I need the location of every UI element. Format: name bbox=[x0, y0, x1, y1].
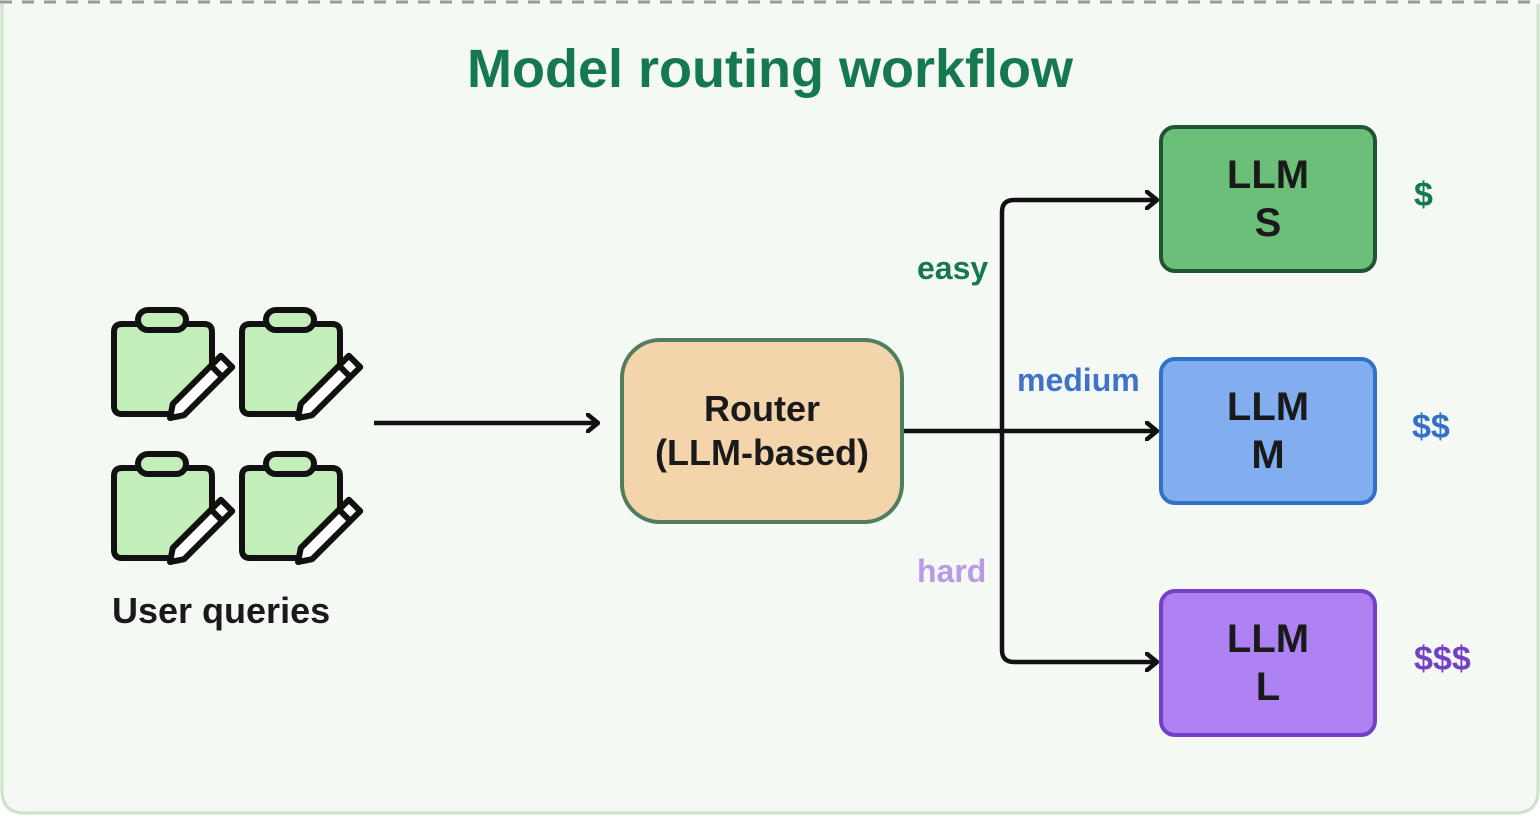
cost-small-label: $ bbox=[1414, 176, 1433, 214]
route-label-medium: medium bbox=[1017, 362, 1140, 398]
route-label-easy: easy bbox=[917, 250, 989, 286]
llm-large-box: LLM L bbox=[1159, 589, 1377, 737]
llm-medium-label-line1: LLM bbox=[1226, 385, 1310, 429]
llm-medium-box: LLM M bbox=[1159, 357, 1377, 505]
router-label-line1: Router bbox=[704, 388, 820, 429]
llm-large-label-line2: L bbox=[1255, 665, 1281, 709]
route-label-hard: hard bbox=[917, 553, 987, 589]
llm-small-label-line1: LLM bbox=[1226, 153, 1310, 197]
llm-small-label-line2: S bbox=[1254, 201, 1282, 245]
llm-large-label-line1: LLM bbox=[1226, 617, 1310, 661]
hard-route-arrow bbox=[999, 431, 1157, 662]
easy-route-arrow bbox=[999, 200, 1157, 431]
router-box: Router (LLM-based) bbox=[620, 338, 904, 524]
router-label-line2: (LLM-based) bbox=[655, 432, 869, 473]
user-queries-label: User queries bbox=[112, 590, 331, 631]
cost-large-label: $$$ bbox=[1414, 640, 1471, 678]
panel-border bbox=[0, 4, 1540, 815]
llm-medium-label-line2: M bbox=[1251, 433, 1285, 477]
cost-medium-label: $$ bbox=[1412, 408, 1450, 446]
diagram-title: Model routing workflow bbox=[467, 39, 1073, 99]
llm-small-box: LLM S bbox=[1159, 125, 1377, 273]
